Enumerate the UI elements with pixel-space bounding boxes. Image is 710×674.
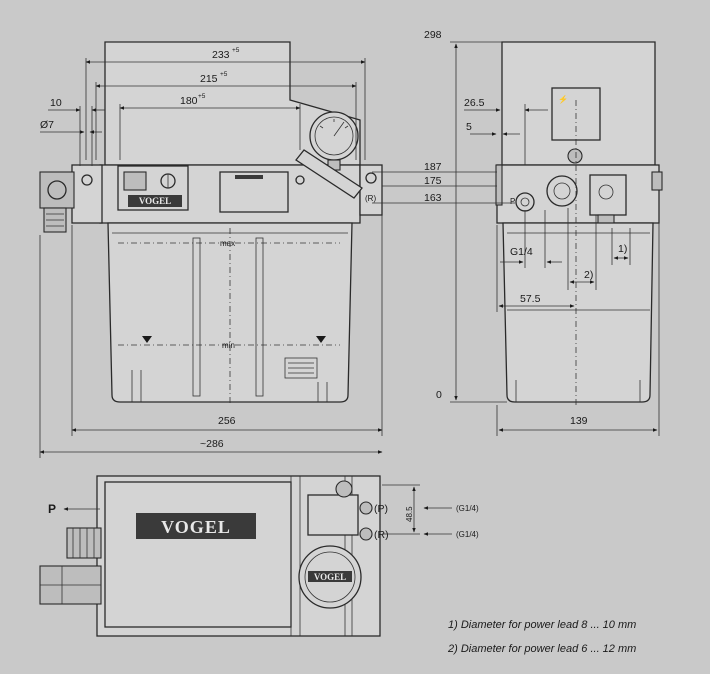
top-logo-plate: [136, 513, 256, 539]
dim-10: 10: [50, 97, 62, 109]
front-view: VOGEL (R) max min: [39, 41, 383, 458]
top-port-p: (P): [374, 503, 388, 515]
dim-g1-4: G1/4: [510, 246, 533, 258]
pipe-bracket: [295, 149, 363, 199]
dim-48-5: 48.5: [405, 506, 414, 522]
dim-233: 233: [212, 49, 230, 61]
dim-256: 256: [218, 415, 236, 427]
reservoir: [107, 222, 353, 403]
min-marker-left: [142, 336, 152, 343]
power-switch: [123, 171, 147, 191]
dim-5: 5: [466, 121, 472, 133]
side-view: ⚡ P 298 0 187 175 163: [372, 29, 663, 436]
dim-139: 139: [570, 415, 588, 427]
tol-180: +5: [198, 93, 206, 100]
top-view: VOGEL VOGEL P (P) (R) 48.5: [39, 475, 479, 637]
front-port-r: (R): [365, 194, 376, 203]
ref-2: 2): [584, 269, 593, 281]
mount-hole-right: [365, 172, 377, 184]
sight-tube-right: [255, 237, 264, 397]
tol-215: +5: [220, 71, 228, 78]
top-valve-block: [307, 494, 359, 536]
dim-215: 215: [200, 73, 218, 85]
top-port-r: (R): [374, 529, 389, 541]
top-brand-small: VOGEL: [314, 572, 346, 582]
side-reservoir: [502, 222, 654, 403]
front-brand: VOGEL: [139, 196, 171, 206]
top-brand: VOGEL: [161, 517, 231, 537]
mount-hole-left: [81, 174, 93, 186]
port-p-fitting: [359, 501, 373, 515]
dim-163: 163: [424, 192, 442, 204]
thread-p: (G1/4): [456, 504, 479, 513]
port-r-fitting: [359, 527, 373, 541]
top-connector-upper: [66, 527, 102, 559]
dim-187: 187: [424, 161, 442, 173]
dim-0: 0: [436, 389, 442, 401]
side-port-fitting: [546, 175, 578, 207]
top-fitting-p: [335, 480, 353, 498]
side-port-p: [515, 192, 535, 212]
dim-175: 175: [424, 175, 442, 187]
top-cover: [104, 481, 292, 628]
dim-57-5: 57.5: [520, 293, 541, 305]
dim-298: 298: [424, 29, 442, 41]
reservoir-label: [284, 357, 318, 379]
max-label: max: [220, 239, 235, 248]
tol-233: +5: [232, 47, 240, 54]
sight-tube-left: [192, 237, 201, 397]
dim-d7: Ø7: [40, 119, 54, 131]
dim-180: 180: [180, 95, 198, 107]
side-connector: [589, 174, 627, 216]
dim-286: ~286: [200, 438, 224, 450]
side-port-label: P: [510, 197, 515, 206]
front-connector: [39, 171, 75, 209]
top-gauge-logo: [308, 571, 352, 582]
ref-1: 1): [618, 243, 627, 255]
footnote-2: 2) Diameter for power lead 6 ... 12 mm: [447, 643, 636, 655]
thread-r: (G1/4): [456, 530, 479, 539]
min-label: min: [222, 341, 235, 350]
footnotes: 1) Diameter for power lead 8 ... 10 mm 2…: [447, 619, 636, 655]
footnote-1: 1) Diameter for power lead 8 ... 10 mm: [448, 619, 636, 631]
dim-26-5: 26.5: [464, 97, 485, 109]
svg-text:⚡: ⚡: [558, 94, 568, 104]
top-label-p: P: [48, 502, 56, 516]
side-gauge-knob: [567, 148, 583, 164]
min-marker-right: [316, 336, 326, 343]
front-left-flange: [71, 164, 103, 224]
front-logo-plate: [128, 195, 182, 207]
